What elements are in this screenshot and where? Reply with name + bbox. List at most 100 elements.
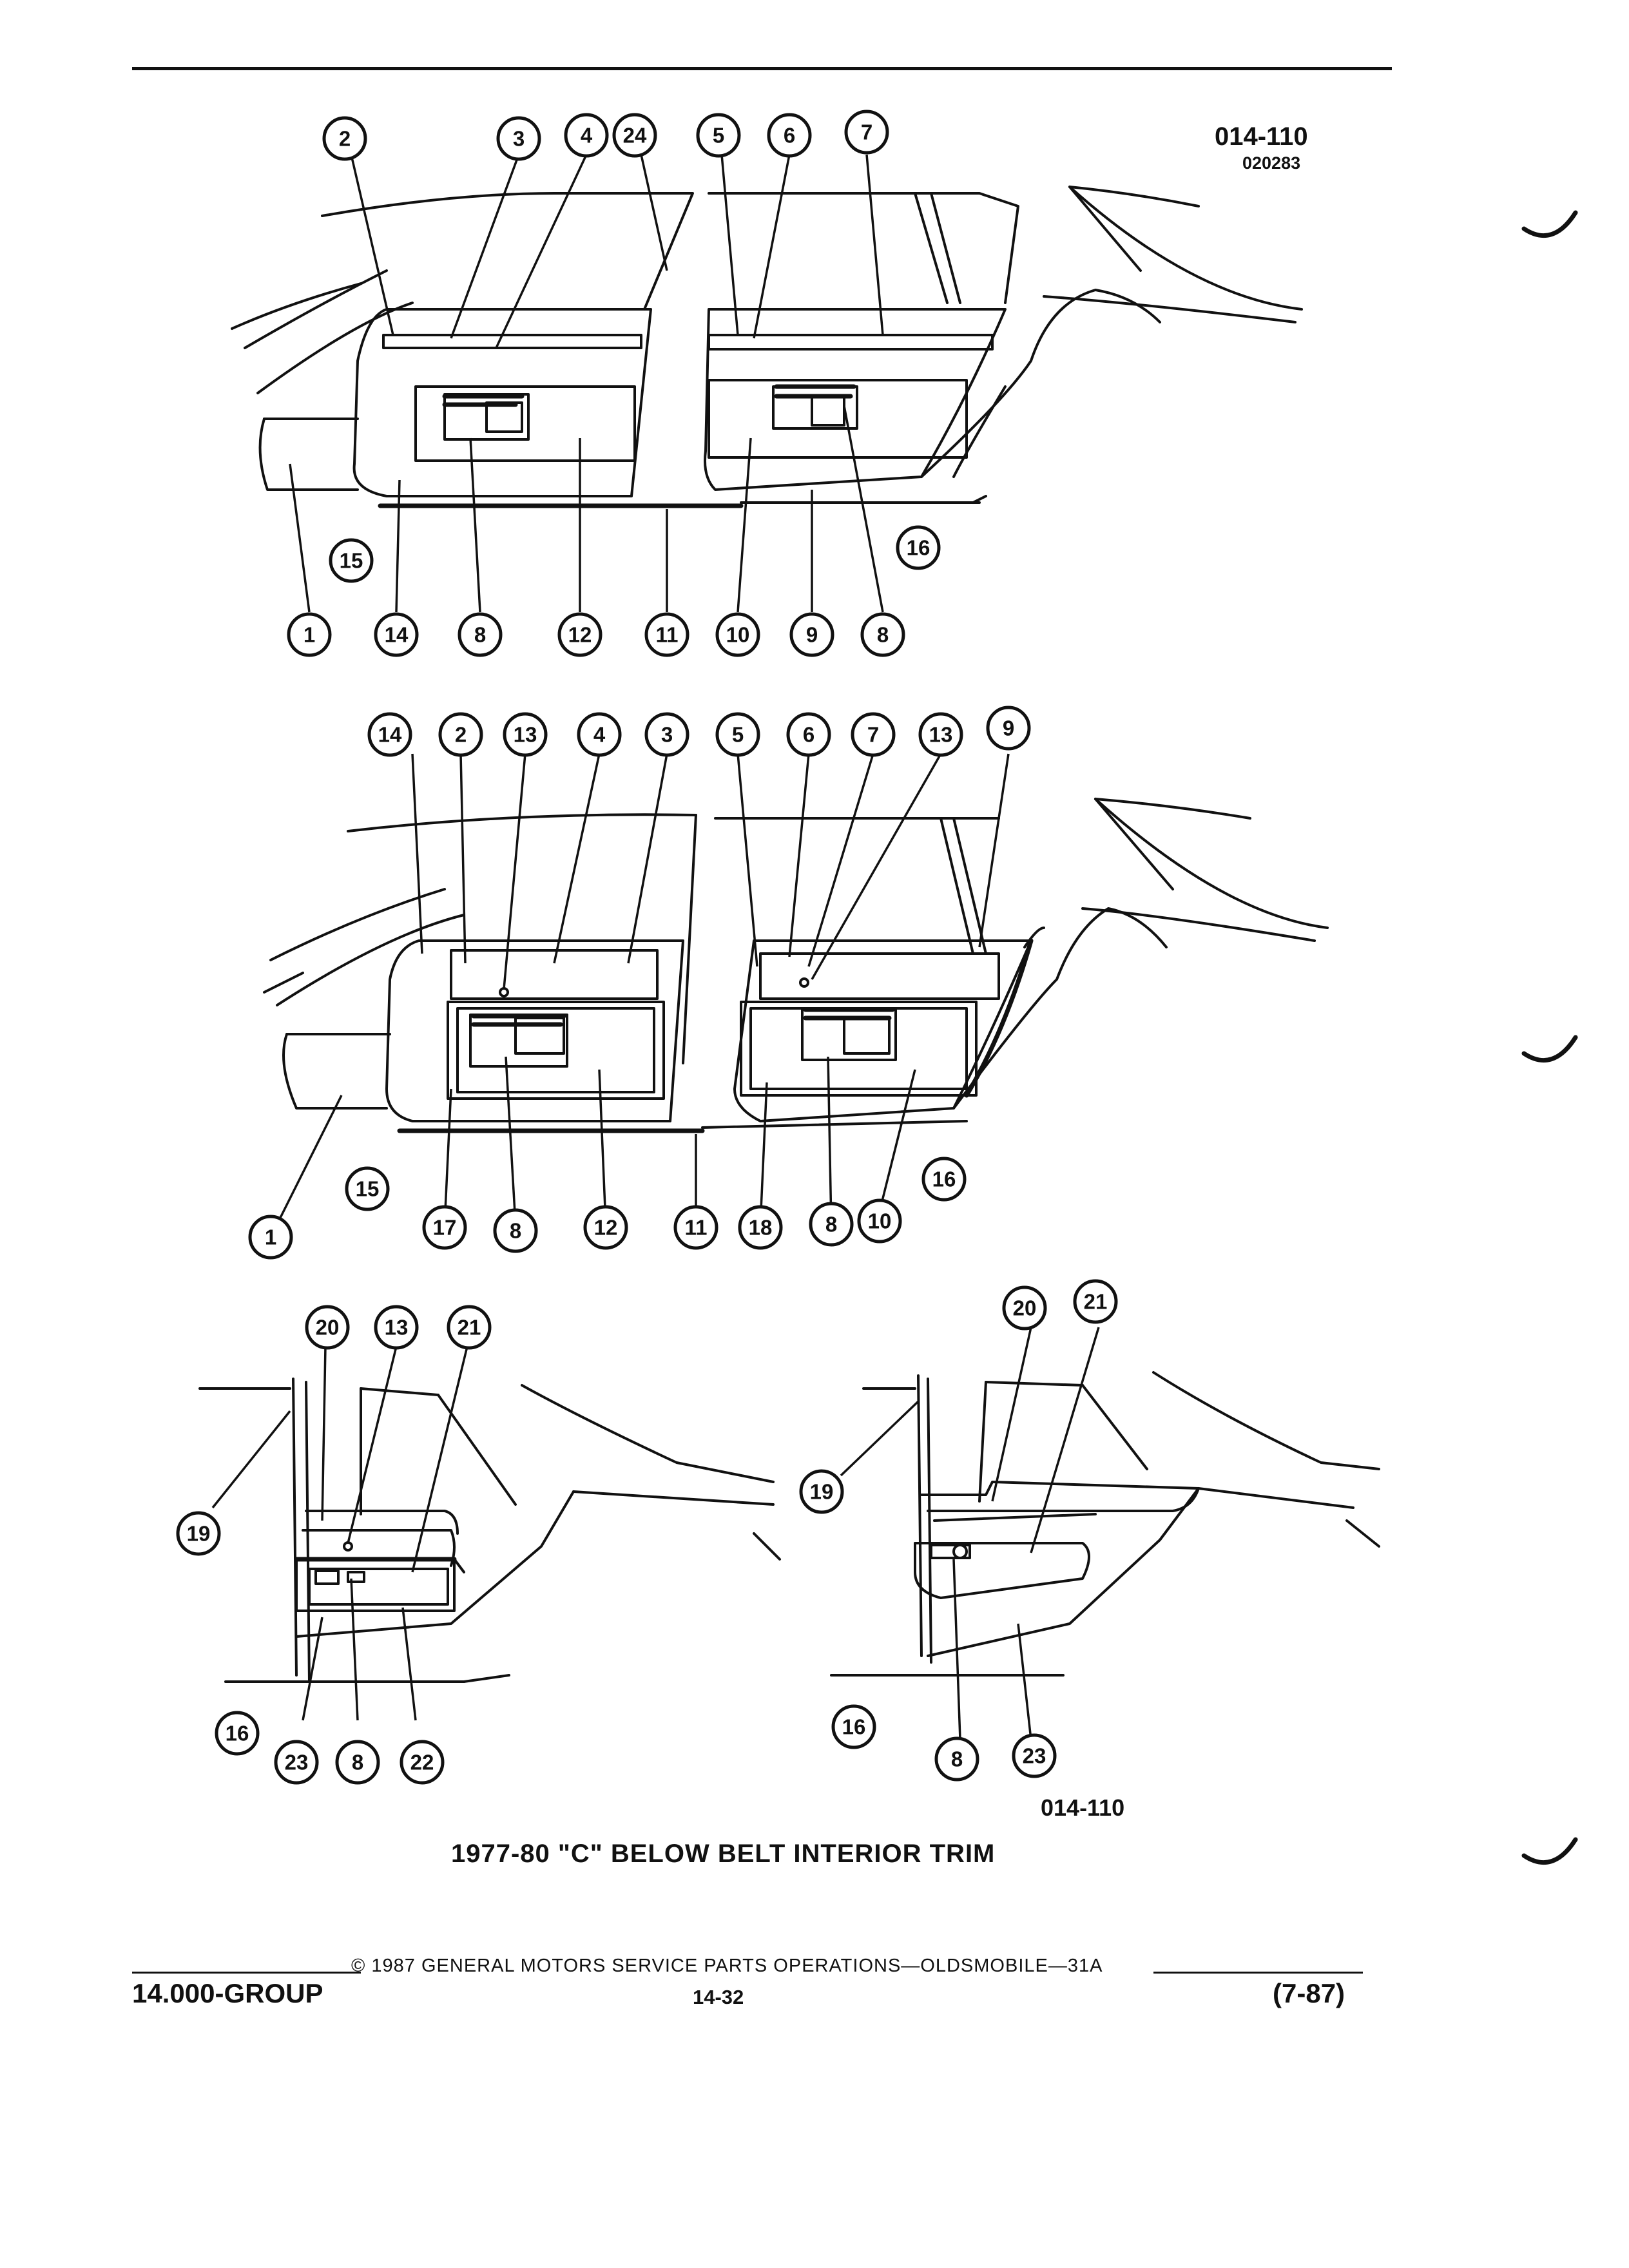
callout-3: 3 — [644, 712, 689, 757]
callout-10: 10 — [715, 612, 760, 657]
svg-text:16: 16 — [932, 1168, 956, 1191]
view-4-drawing — [830, 1327, 1380, 1740]
binder-mark — [1521, 1837, 1578, 1865]
callout-8: 8 — [934, 1736, 979, 1782]
footer-group: 14.000-GROUP — [132, 1978, 323, 2008]
svg-text:7: 7 — [861, 120, 872, 144]
callout-17: 17 — [422, 1205, 467, 1250]
svg-text:7: 7 — [867, 723, 879, 747]
svg-text:10: 10 — [726, 623, 750, 647]
callout-16: 16 — [215, 1711, 260, 1756]
svg-text:2: 2 — [339, 127, 351, 151]
callout-2: 2 — [438, 712, 483, 757]
callout-4: 4 — [564, 113, 609, 158]
svg-text:20: 20 — [1013, 1296, 1037, 1320]
svg-text:1: 1 — [265, 1225, 276, 1249]
svg-text:14: 14 — [385, 623, 409, 647]
svg-text:8: 8 — [951, 1747, 963, 1771]
callout-12: 12 — [583, 1205, 628, 1250]
callout-1: 1 — [248, 1215, 293, 1260]
callout-5: 5 — [715, 712, 760, 757]
figure-id-top: 014-110 — [1215, 122, 1308, 151]
svg-text:2: 2 — [455, 723, 467, 747]
footer-rule-left — [132, 1972, 361, 1974]
svg-text:5: 5 — [732, 723, 744, 747]
callout-19: 19 — [799, 1469, 844, 1514]
callout-11: 11 — [673, 1205, 718, 1250]
top-rule — [132, 67, 1392, 70]
svg-text:12: 12 — [594, 1216, 618, 1240]
svg-text:19: 19 — [810, 1480, 834, 1504]
callout-9: 9 — [789, 612, 834, 657]
callout-22: 22 — [400, 1740, 445, 1785]
callout-8: 8 — [458, 612, 503, 657]
callout-18: 18 — [738, 1205, 783, 1250]
callout-11: 11 — [644, 612, 689, 657]
callout-13: 13 — [503, 712, 548, 757]
callout-6: 6 — [767, 113, 812, 158]
callout-16: 16 — [921, 1157, 967, 1202]
callout-19: 19 — [176, 1511, 221, 1556]
svg-text:13: 13 — [514, 723, 537, 747]
binder-mark — [1521, 1035, 1578, 1063]
svg-text:8: 8 — [474, 623, 486, 647]
callout-7: 7 — [851, 712, 896, 757]
callout-7: 7 — [844, 110, 889, 155]
callout-5: 5 — [696, 113, 741, 158]
svg-text:11: 11 — [656, 623, 679, 647]
svg-text:16: 16 — [842, 1715, 866, 1739]
callout-12: 12 — [557, 612, 602, 657]
svg-text:11: 11 — [685, 1216, 708, 1240]
callout-20: 20 — [305, 1305, 350, 1350]
callout-1: 1 — [287, 612, 332, 657]
figure-id-bottom: 014-110 — [1041, 1794, 1125, 1821]
callout-20: 20 — [1002, 1285, 1047, 1331]
svg-text:15: 15 — [340, 549, 363, 573]
footer-rule-right — [1153, 1972, 1363, 1974]
callout-14: 14 — [374, 612, 419, 657]
svg-text:8: 8 — [825, 1213, 837, 1236]
svg-text:5: 5 — [713, 124, 724, 148]
callout-10: 10 — [857, 1198, 902, 1244]
svg-text:18: 18 — [749, 1216, 773, 1240]
footer-copyright: © 1987 GENERAL MOTORS SERVICE PARTS OPER… — [351, 1956, 1103, 1976]
svg-text:17: 17 — [433, 1216, 457, 1240]
svg-text:16: 16 — [907, 536, 930, 560]
callout-8: 8 — [335, 1740, 380, 1785]
svg-text:1: 1 — [304, 623, 315, 647]
svg-text:4: 4 — [593, 723, 606, 747]
svg-text:13: 13 — [929, 723, 953, 747]
svg-text:21: 21 — [1084, 1290, 1108, 1314]
callout-24: 24 — [612, 113, 657, 158]
callout-13: 13 — [918, 712, 963, 757]
figure-caption: 1977-80 "C" BELOW BELT INTERIOR TRIM — [451, 1840, 996, 1868]
callout-6: 6 — [786, 712, 831, 757]
svg-text:19: 19 — [187, 1522, 211, 1546]
svg-text:20: 20 — [316, 1316, 340, 1340]
callout-9: 9 — [986, 706, 1031, 751]
callout-15: 15 — [345, 1166, 390, 1211]
callout-14: 14 — [367, 712, 412, 757]
svg-text:9: 9 — [806, 623, 818, 647]
svg-text:9: 9 — [1003, 716, 1014, 740]
svg-text:22: 22 — [410, 1751, 434, 1774]
footer-date: (7-87) — [1273, 1978, 1345, 2008]
callout-4: 4 — [577, 712, 622, 757]
binder-mark — [1521, 210, 1578, 238]
svg-text:6: 6 — [803, 723, 815, 747]
callout-13: 13 — [374, 1305, 419, 1350]
view-1-drawing — [231, 154, 1303, 613]
svg-text:21: 21 — [458, 1316, 481, 1340]
svg-text:14: 14 — [378, 723, 402, 747]
callout-8: 8 — [809, 1202, 854, 1247]
svg-text:8: 8 — [352, 1751, 363, 1774]
svg-text:15: 15 — [356, 1177, 380, 1201]
svg-text:10: 10 — [868, 1209, 892, 1233]
svg-text:4: 4 — [581, 124, 593, 148]
callout-16: 16 — [896, 525, 941, 570]
svg-text:6: 6 — [784, 124, 795, 148]
svg-text:12: 12 — [568, 623, 592, 647]
svg-text:16: 16 — [226, 1722, 249, 1745]
callout-3: 3 — [496, 116, 541, 161]
callout-21: 21 — [447, 1305, 492, 1350]
